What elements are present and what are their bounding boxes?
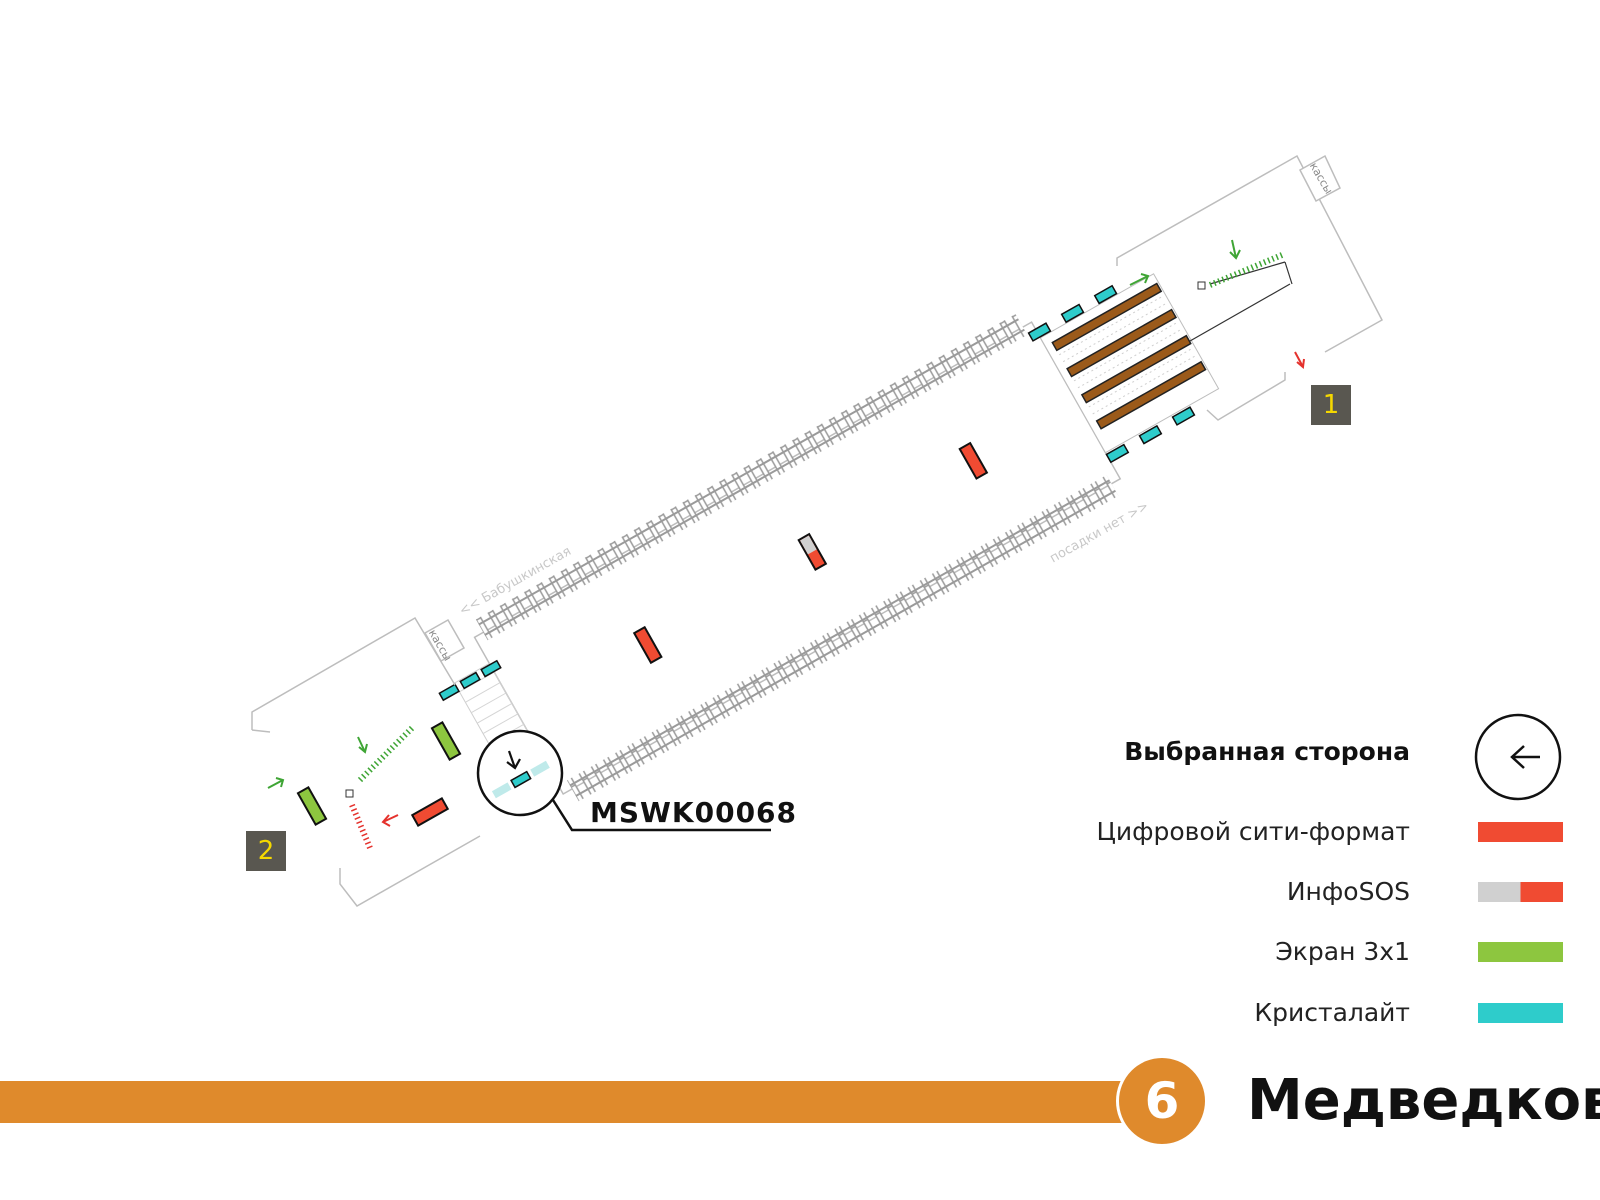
entry-arrow-green	[1231, 239, 1237, 259]
legend-item-label: ИнфоSOS	[1286, 877, 1410, 906]
exit-badge-2: 2	[246, 831, 286, 871]
screen-3x1-sign[interactable]	[296, 786, 328, 826]
kristalait-sign[interactable]	[480, 659, 502, 678]
legend-item-label: Экран 3х1	[1275, 937, 1410, 966]
selected-device-id[interactable]: MSWK00068	[590, 796, 798, 829]
metro-line-number-badge: 6	[1116, 1055, 1208, 1147]
kristalait-sign[interactable]	[1060, 303, 1085, 324]
digital-city-format-sign[interactable]	[958, 441, 989, 480]
exit-arrow-red	[382, 814, 399, 823]
kristalait-sign[interactable]	[1138, 424, 1163, 445]
legend-item-label: Кристалайт	[1254, 998, 1410, 1027]
legend-selected-side-label: Выбранная сторона	[1124, 737, 1410, 766]
legend-item-label: Цифровой сити-формат	[1096, 817, 1410, 846]
kristalait-sign[interactable]	[1027, 322, 1052, 342]
legend-swatch-digital-city-format	[1478, 822, 1563, 842]
exit-turnstiles-left	[349, 803, 373, 850]
escalators-right	[1039, 273, 1220, 454]
kassy-box-left	[423, 618, 466, 663]
metro-line-bar	[0, 1081, 1150, 1123]
legend-swatch-infosos	[1478, 882, 1563, 902]
arrow-left-circle-icon	[1474, 713, 1562, 801]
vestibule-right-outline	[1116, 154, 1383, 353]
track-top	[475, 314, 1028, 641]
entry-arrow-green	[357, 736, 366, 753]
kassy-box-right	[1299, 154, 1341, 203]
kristalait-sign[interactable]	[459, 671, 481, 690]
exit-badge-1: 1	[1311, 385, 1351, 425]
kristalait-sign[interactable]	[438, 683, 461, 702]
turnstiles-left	[357, 725, 415, 783]
screen-3x1-sign[interactable]	[430, 721, 462, 761]
selected-device-callout[interactable]	[476, 729, 771, 832]
kristalait-sign[interactable]	[1171, 406, 1196, 426]
exit-arrow-red	[1294, 351, 1304, 368]
vestibule-left-outline	[251, 616, 456, 730]
legend-swatch-screen-3x1	[1478, 942, 1563, 962]
digital-city-format-sign[interactable]	[410, 797, 450, 827]
legend-swatch-kristalait	[1478, 1003, 1563, 1023]
selected-side-marker-arrow-icon	[506, 750, 521, 770]
entry-arrow-green	[1129, 275, 1149, 286]
kristalait-sign[interactable]	[1105, 443, 1130, 464]
entry-arrow-green	[267, 779, 284, 789]
kristalait-sign[interactable]	[1093, 284, 1118, 305]
track-bottom	[566, 475, 1119, 802]
digital-city-format-sign[interactable]	[632, 625, 663, 665]
station-name: Медведково	[1247, 1068, 1600, 1133]
